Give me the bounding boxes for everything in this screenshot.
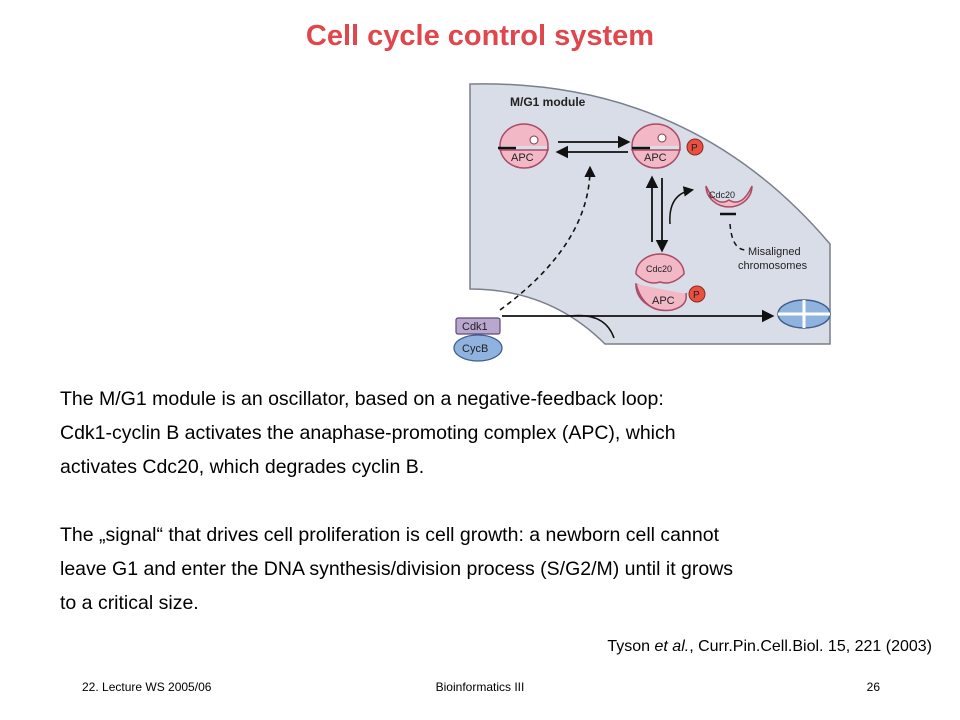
citation-journal: , Curr.Pin.Cell.Biol. 15, 221 (2003): [689, 638, 932, 655]
cdc20-label: Cdc20: [646, 264, 672, 274]
module-label: M/G1 module: [510, 95, 586, 109]
dividing-cell-icon: [777, 299, 831, 329]
body-line: The „signal“ that drives cell proliferat…: [60, 524, 719, 546]
citation-etal: et al.: [654, 638, 690, 655]
apc-label: APC: [511, 152, 534, 164]
phosphate-badge: [686, 138, 704, 156]
apc-p-complex: APC P: [631, 123, 704, 169]
citation: Tyson et al., Curr.Pin.Cell.Biol. 15, 22…: [607, 637, 932, 657]
cdk1-label: Cdk1: [462, 321, 488, 333]
apc-cdc20-complex: Cdc20 APC P: [635, 253, 706, 312]
cdc20-release-arrow: [669, 186, 695, 225]
inhibition-curve: [569, 314, 615, 339]
phosphate-label: P: [693, 290, 700, 301]
body-text: The M/G1 module is an oscillator, based …: [60, 382, 920, 620]
apc-label: APC: [644, 152, 667, 164]
cdk1-box: [455, 317, 501, 335]
chromosomes-label: chromosomes: [738, 260, 808, 272]
citation-author: Tyson: [607, 638, 655, 655]
body-line: The M/G1 module is an oscillator, based …: [60, 388, 664, 410]
footer-lecture: 22. Lecture WS 2005/06: [82, 680, 212, 694]
footer-course: Bioinformatics III: [435, 680, 525, 694]
body-line: leave G1 and enter the DNA synthesis/div…: [60, 558, 734, 580]
apc-label: APC: [652, 295, 675, 307]
body-line: to a critical size.: [60, 592, 199, 614]
apc-left-complex: APC: [498, 123, 549, 169]
cdc20-free: Cdc20: [705, 185, 753, 216]
m-g1-module-diagram: M/G1 module APC APC P Cdc2: [400, 74, 840, 370]
paragraph-gap: [60, 484, 920, 518]
cdc20-label: Cdc20: [709, 190, 735, 200]
slide-title: Cell cycle control system: [305, 20, 655, 52]
feedback-dashed-arrow: [499, 165, 596, 311]
body-line: activates Cdc20, which degrades cyclin B…: [60, 456, 425, 478]
misaligned-label: Misaligned: [748, 246, 801, 258]
cycb-label: CycB: [462, 343, 488, 355]
cycb-blob: [453, 334, 503, 362]
diagram-svg: M/G1 module APC APC P Cdc2: [453, 83, 831, 362]
phosphate-badge: [688, 285, 706, 303]
phosphate-label: P: [691, 143, 698, 154]
body-line: Cdk1-cyclin B activates the anaphase-pro…: [60, 422, 676, 444]
page-number: 26: [866, 680, 880, 694]
inhibition-dashed-line: [729, 223, 747, 251]
